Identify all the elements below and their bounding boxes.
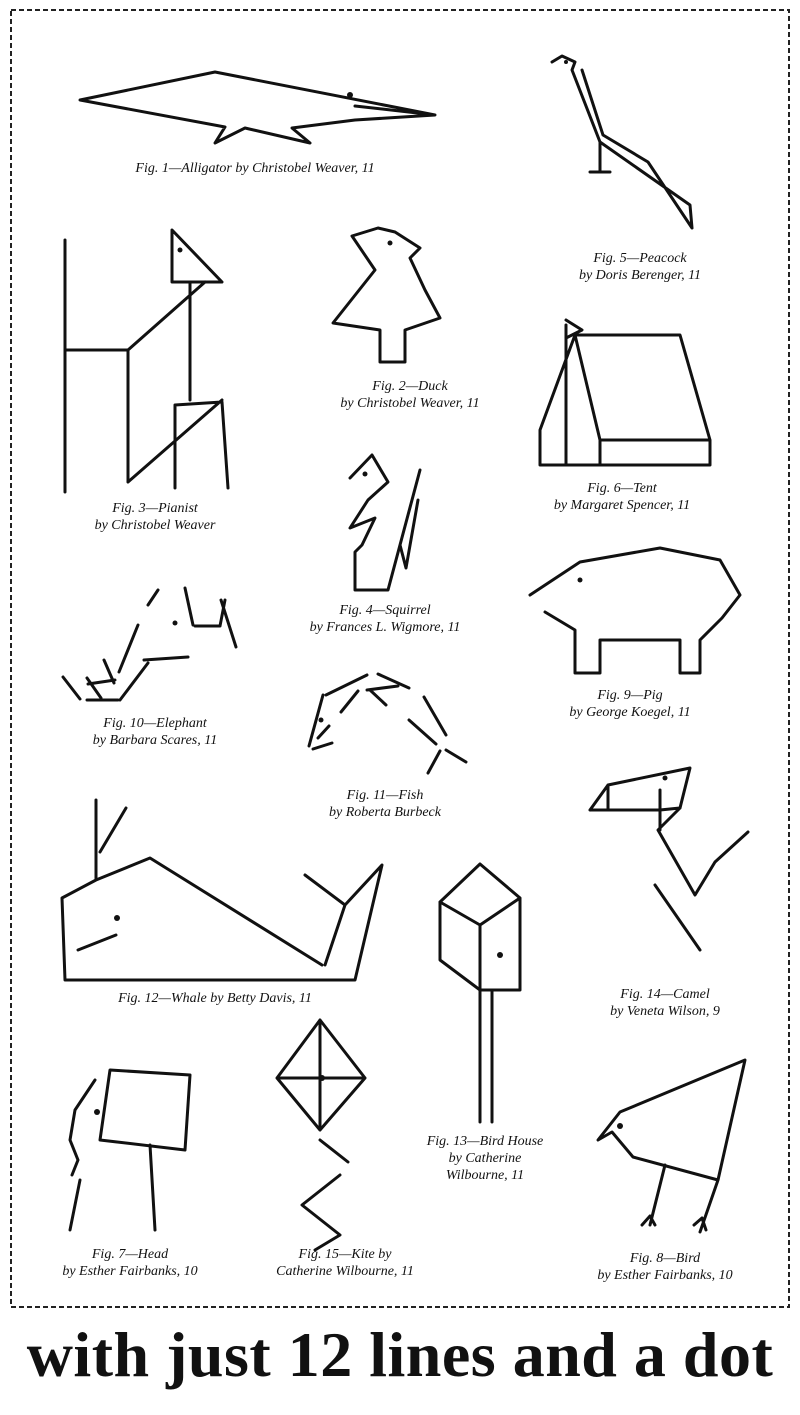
bird-house-drawing — [438, 862, 522, 1124]
caption-bird: Fig. 8—Bird by Esther Fairbanks, 10 — [597, 1250, 732, 1284]
caption-line: by Christobel Weaver, 11 — [340, 396, 480, 411]
caption-peacock: Fig. 5—Peacock by Doris Berenger, 11 — [579, 250, 701, 284]
bird-drawing — [596, 1058, 747, 1234]
whale-drawing — [60, 798, 384, 982]
caption-squirrel: Fig. 4—Squirrel by Frances L. Wigmore, 11 — [310, 602, 461, 636]
caption-line: Fig. 6—Tent — [587, 481, 657, 496]
caption-line: Fig. 13—Bird House — [426, 1134, 544, 1149]
caption-line: Fig. 11—Fish — [346, 788, 424, 803]
caption-camel: Fig. 14—Camel by Veneta Wilson, 9 — [610, 986, 720, 1020]
caption-line: by Roberta Burbeck — [329, 805, 441, 820]
caption-line: by Christobel Weaver — [94, 518, 216, 533]
caption-line: Fig. 8—Bird — [629, 1251, 701, 1266]
caption-line: Fig. 14—Camel — [620, 987, 710, 1002]
caption-elephant: Fig. 10—Elephant by Barbara Scares, 11 — [93, 715, 217, 749]
decorative-border — [10, 9, 790, 1308]
tent-drawing — [538, 318, 712, 467]
caption-line: by Esther Fairbanks, 10 — [62, 1264, 198, 1279]
caption-pianist: Fig. 3—Pianist by Christobel Weaver — [95, 500, 216, 534]
caption-line: by Doris Berenger, 11 — [578, 268, 702, 283]
caption-pig: Fig. 9—Pig by George Koegel, 11 — [569, 687, 690, 721]
caption-line: Fig. 4—Squirrel — [339, 603, 431, 618]
caption-line: Fig. 2—Duck — [372, 379, 448, 394]
caption-line: by Catherine — [448, 1151, 522, 1166]
caption-line: by Barbara Scares, 11 — [92, 733, 218, 748]
caption-line: Fig. 10—Elephant — [103, 716, 207, 731]
caption-line: Fig. 5—Peacock — [593, 251, 687, 266]
caption-line: Fig. 7—Head — [91, 1247, 169, 1262]
caption-duck: Fig. 2—Duck by Christobel Weaver, 11 — [340, 378, 479, 412]
caption-line: Fig. 12—Whale by Betty Davis, 11 — [118, 991, 312, 1006]
caption-line: Catherine Wilbourne, 11 — [276, 1264, 414, 1279]
duck-drawing — [331, 226, 442, 364]
caption-kite: Fig. 15—Kite by Catherine Wilbourne, 11 — [276, 1246, 414, 1280]
caption-fish: Fig. 11—Fish by Roberta Burbeck — [329, 787, 441, 821]
caption-alligator: Fig. 1—Alligator by Christobel Weaver, 1… — [135, 160, 374, 177]
caption-tent: Fig. 6—Tent by Margaret Spencer, 11 — [554, 480, 690, 514]
caption-head: Fig. 7—Head by Esther Fairbanks, 10 — [62, 1246, 197, 1280]
caption-line: Wilbourne, 11 — [445, 1168, 525, 1183]
caption-line: by Margaret Spencer, 11 — [553, 498, 691, 513]
caption-line: Fig. 1—Alligator by Christobel Weaver, 1… — [135, 161, 375, 176]
pig-drawing — [528, 546, 742, 675]
kite-drawing — [275, 1018, 367, 1252]
caption-line: by Veneta Wilson, 9 — [610, 1004, 720, 1019]
caption-line: by Esther Fairbanks, 10 — [597, 1268, 733, 1283]
caption-line: Fig. 9—Pig — [597, 688, 663, 703]
head-drawing — [68, 1068, 192, 1232]
caption-whale: Fig. 12—Whale by Betty Davis, 11 — [118, 990, 312, 1007]
caption-line: Fig. 15—Kite by — [298, 1247, 392, 1262]
caption-line: by Frances L. Wigmore, 11 — [309, 620, 461, 635]
headline: with just 12 lines and a dot— — [26, 1319, 774, 1415]
fish-drawing — [307, 672, 468, 775]
alligator-drawing — [78, 70, 437, 145]
caption-line: by George Koegel, 11 — [569, 705, 691, 720]
squirrel-drawing — [348, 453, 422, 592]
caption-line: Fig. 3—Pianist — [112, 501, 198, 516]
camel-drawing — [588, 766, 750, 952]
pianist-drawing — [63, 228, 230, 494]
elephant-drawing — [61, 586, 238, 702]
peacock-drawing — [550, 54, 694, 230]
